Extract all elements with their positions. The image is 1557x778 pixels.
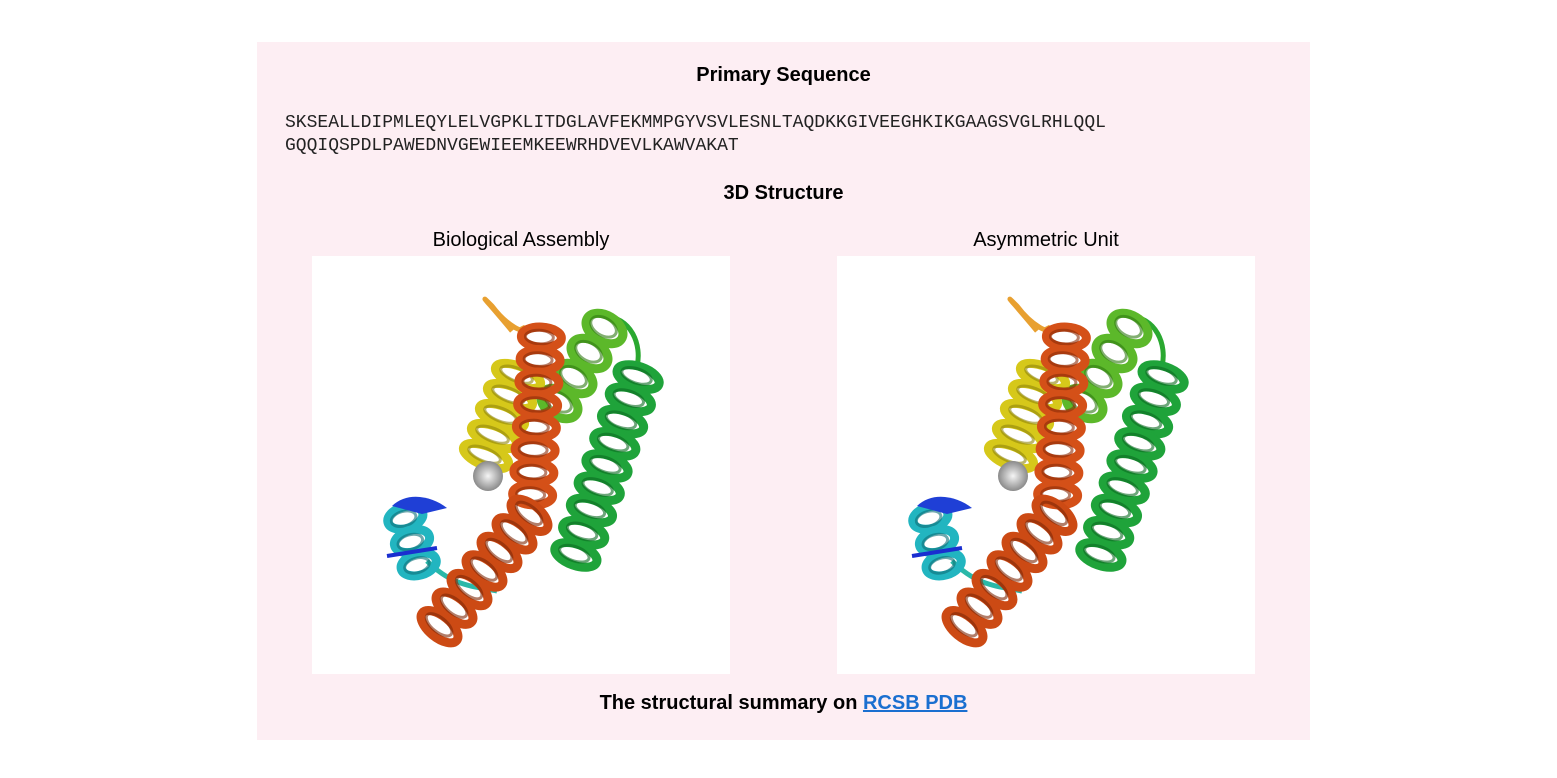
asymmetric-unit-image[interactable] (837, 256, 1255, 674)
sequence-text: SKSEALLDIPMLEQYLELVGPKLITDGLAVFEKMMPGYVS… (285, 112, 1285, 158)
footer-line: The structural summary on RCSB PDB (257, 692, 1310, 715)
structure-heading: 3D Structure (723, 182, 844, 204)
primary-sequence-heading: Primary Sequence (696, 64, 871, 86)
biological-assembly-image[interactable] (312, 256, 730, 674)
footer-text: The structural summary on (599, 692, 863, 714)
rcsb-pdb-link[interactable]: RCSB PDB (862, 692, 968, 714)
sequence-line-2: GQQIQSPDLPAWEDNVGEWIEEMKEEWRHDVEVLKAWVAK… (285, 136, 739, 156)
asymmetric-unit-caption: Asymmetric Unit (973, 229, 1119, 251)
content-panel: Primary Sequence SKSEALLDIPMLEQYLELVGPKL… (257, 42, 1310, 740)
sequence-line-1: SKSEALLDIPMLEQYLELVGPKLITDGLAVFEKMMPGYVS… (285, 113, 1106, 133)
biological-assembly-caption: Biological Assembly (432, 229, 610, 251)
